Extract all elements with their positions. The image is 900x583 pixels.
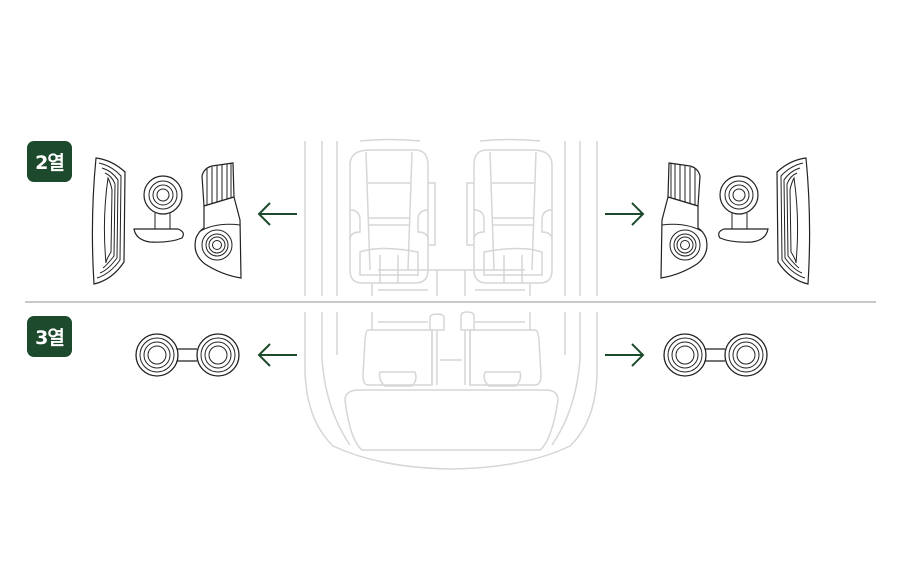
door-trim-icon — [776, 157, 811, 285]
row-3-badge: 3열 — [27, 316, 72, 357]
woofer-pod-icon — [718, 175, 769, 243]
row-2-badge: 2열 — [27, 141, 72, 182]
row2-left-parts — [91, 157, 242, 285]
dual-speaker-icon — [663, 333, 768, 377]
row2-right-parts — [660, 157, 811, 285]
car-top-view-icon — [304, 138, 598, 470]
arrow-left-icon — [257, 202, 297, 226]
woofer-pod-icon — [133, 175, 184, 243]
dual-speaker-icon — [135, 333, 240, 377]
tweeter-speaker-block-icon — [660, 162, 708, 279]
arrow-left-icon — [257, 343, 297, 367]
door-trim-icon — [91, 157, 126, 285]
arrow-right-icon — [605, 343, 645, 367]
tweeter-speaker-block-icon — [194, 162, 242, 279]
arrow-right-icon — [605, 202, 645, 226]
